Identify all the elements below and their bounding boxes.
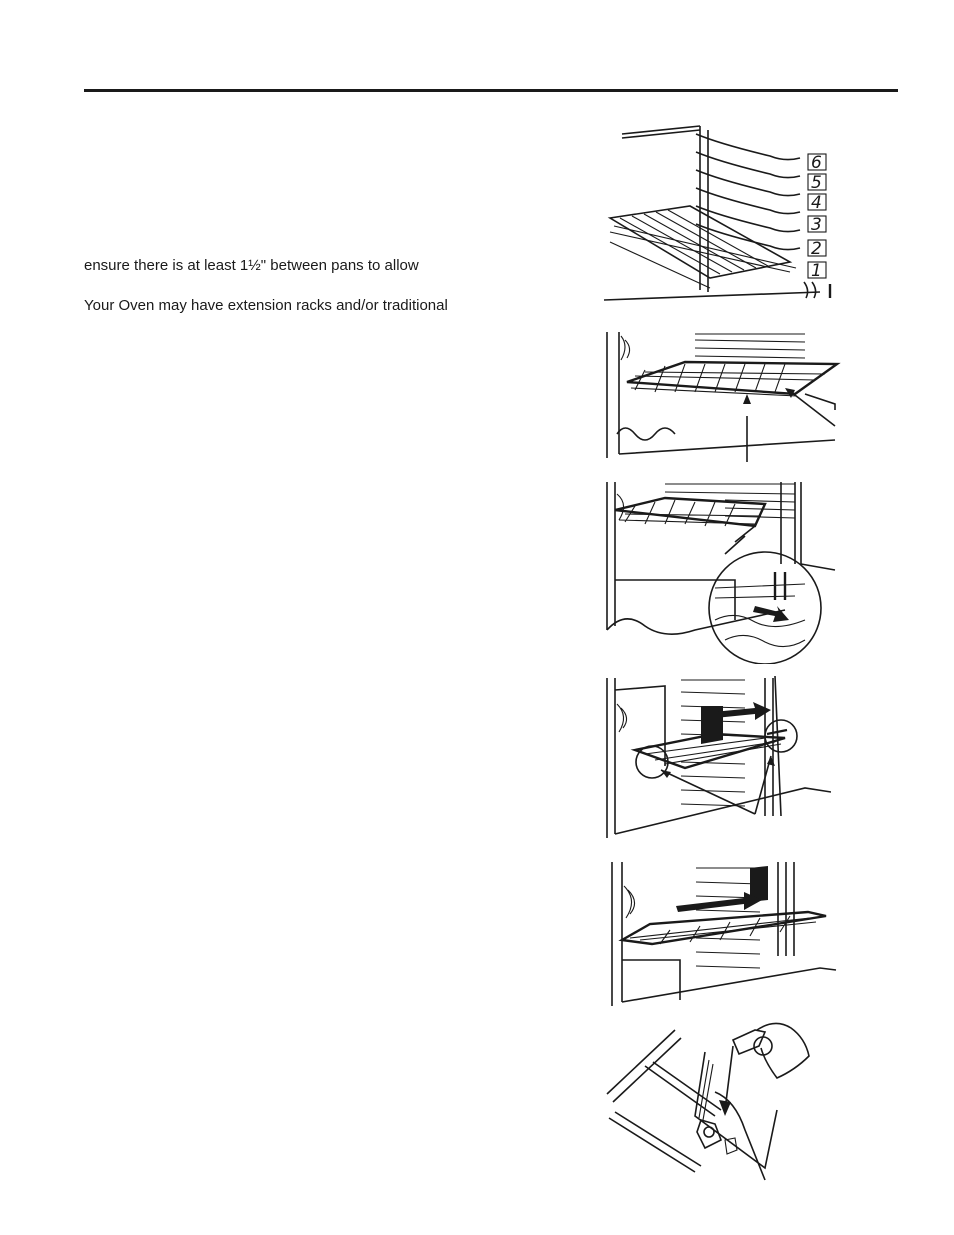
rack-guides: [695, 133, 801, 251]
rack-lift-illustration: [605, 676, 831, 842]
rack-position-label: 3: [811, 215, 822, 235]
body-text-line-2: Your Oven may have extension racks and/o…: [84, 297, 448, 314]
rack-positions-illustration: 6 5 4 3 2 1: [600, 122, 840, 304]
rack-position-label: 2: [811, 239, 822, 259]
rack-position-labels: 6 5 4 3 2 1: [807, 153, 827, 281]
rack-position-label: 6: [811, 153, 822, 173]
rack-removal-illustration: [605, 480, 837, 664]
extension-rack-illustration: [605, 330, 845, 465]
header-rule: [84, 89, 898, 92]
rack-position-label: 5: [811, 173, 822, 193]
oven-rack: [607, 205, 797, 289]
rack-position-label: 4: [811, 193, 822, 213]
rack-position-label: 1: [811, 261, 822, 281]
body-text-line-1: ensure there is at least 1½" between pan…: [84, 257, 419, 274]
rack-slide-illustration: [610, 860, 840, 1008]
rack-lubrication-illustration: [605, 1020, 817, 1188]
